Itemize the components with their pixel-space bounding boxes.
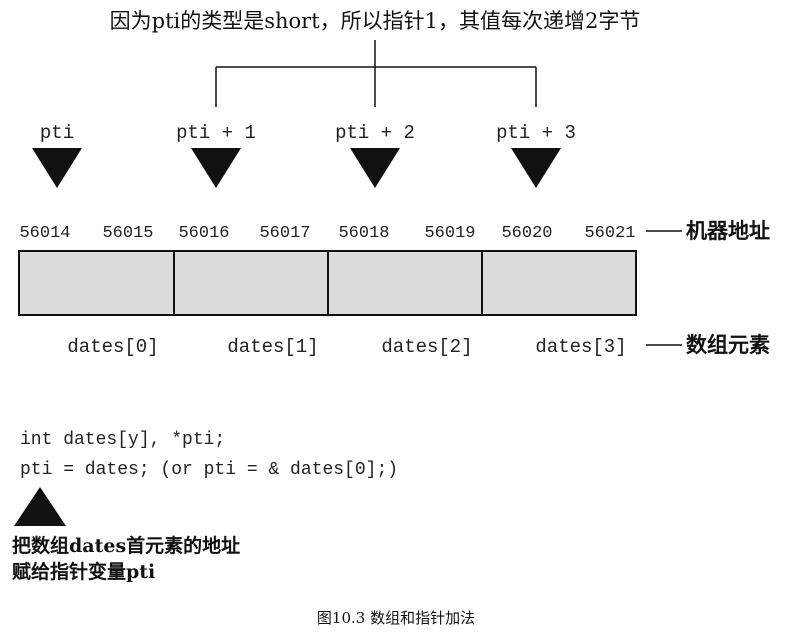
address-1: 56015 (102, 224, 153, 243)
figure-caption: 图10.3 数组和指针加法 (317, 609, 475, 627)
code-line-2: pti = dates; (or pti = & dates[0];) (20, 460, 398, 480)
address-7: 56021 (584, 224, 635, 243)
array-cell-0 (18, 250, 175, 316)
element-label-0: dates[0] (67, 336, 158, 358)
address-2: 56016 (178, 224, 229, 243)
elements-label: 数组元素 (686, 332, 770, 357)
address-label: 机器地址 (686, 218, 770, 243)
address-4: 56018 (338, 224, 389, 243)
bracket (215, 40, 537, 107)
bottom-note-line-1: 把数组dates首元素的地址 (12, 534, 240, 557)
top-note: 因为pti的类型是short，所以指针1，其值每次递增2字节 (110, 9, 641, 33)
array-cells (18, 250, 637, 316)
assign-arrow (14, 487, 66, 526)
pointer-arrow-0 (32, 148, 82, 188)
bottom-note-line-2: 赋给指针变量pti (12, 560, 155, 583)
array-cell-3 (481, 250, 637, 316)
address-3: 56017 (259, 224, 310, 243)
pointer-arrow-1 (191, 148, 241, 188)
element-label-3: dates[3] (535, 336, 626, 358)
array-cell-1 (173, 250, 329, 316)
address-6: 56020 (501, 224, 552, 243)
pointer-label-3: pti + 3 (496, 122, 576, 144)
array-cell-2 (327, 250, 483, 316)
code-line-1: int dates[y], *pti; (20, 430, 225, 450)
pointer-arrow-3 (511, 148, 561, 188)
address-5: 56019 (424, 224, 475, 243)
element-label-2: dates[2] (381, 336, 472, 358)
pointer-label-1: pti + 1 (176, 122, 256, 144)
pointer-arrow-2 (350, 148, 400, 188)
pointer-label-2: pti + 2 (335, 122, 415, 144)
pointer-label-0: pti (40, 122, 74, 144)
element-label-1: dates[1] (227, 336, 318, 358)
address-0: 56014 (19, 224, 70, 243)
